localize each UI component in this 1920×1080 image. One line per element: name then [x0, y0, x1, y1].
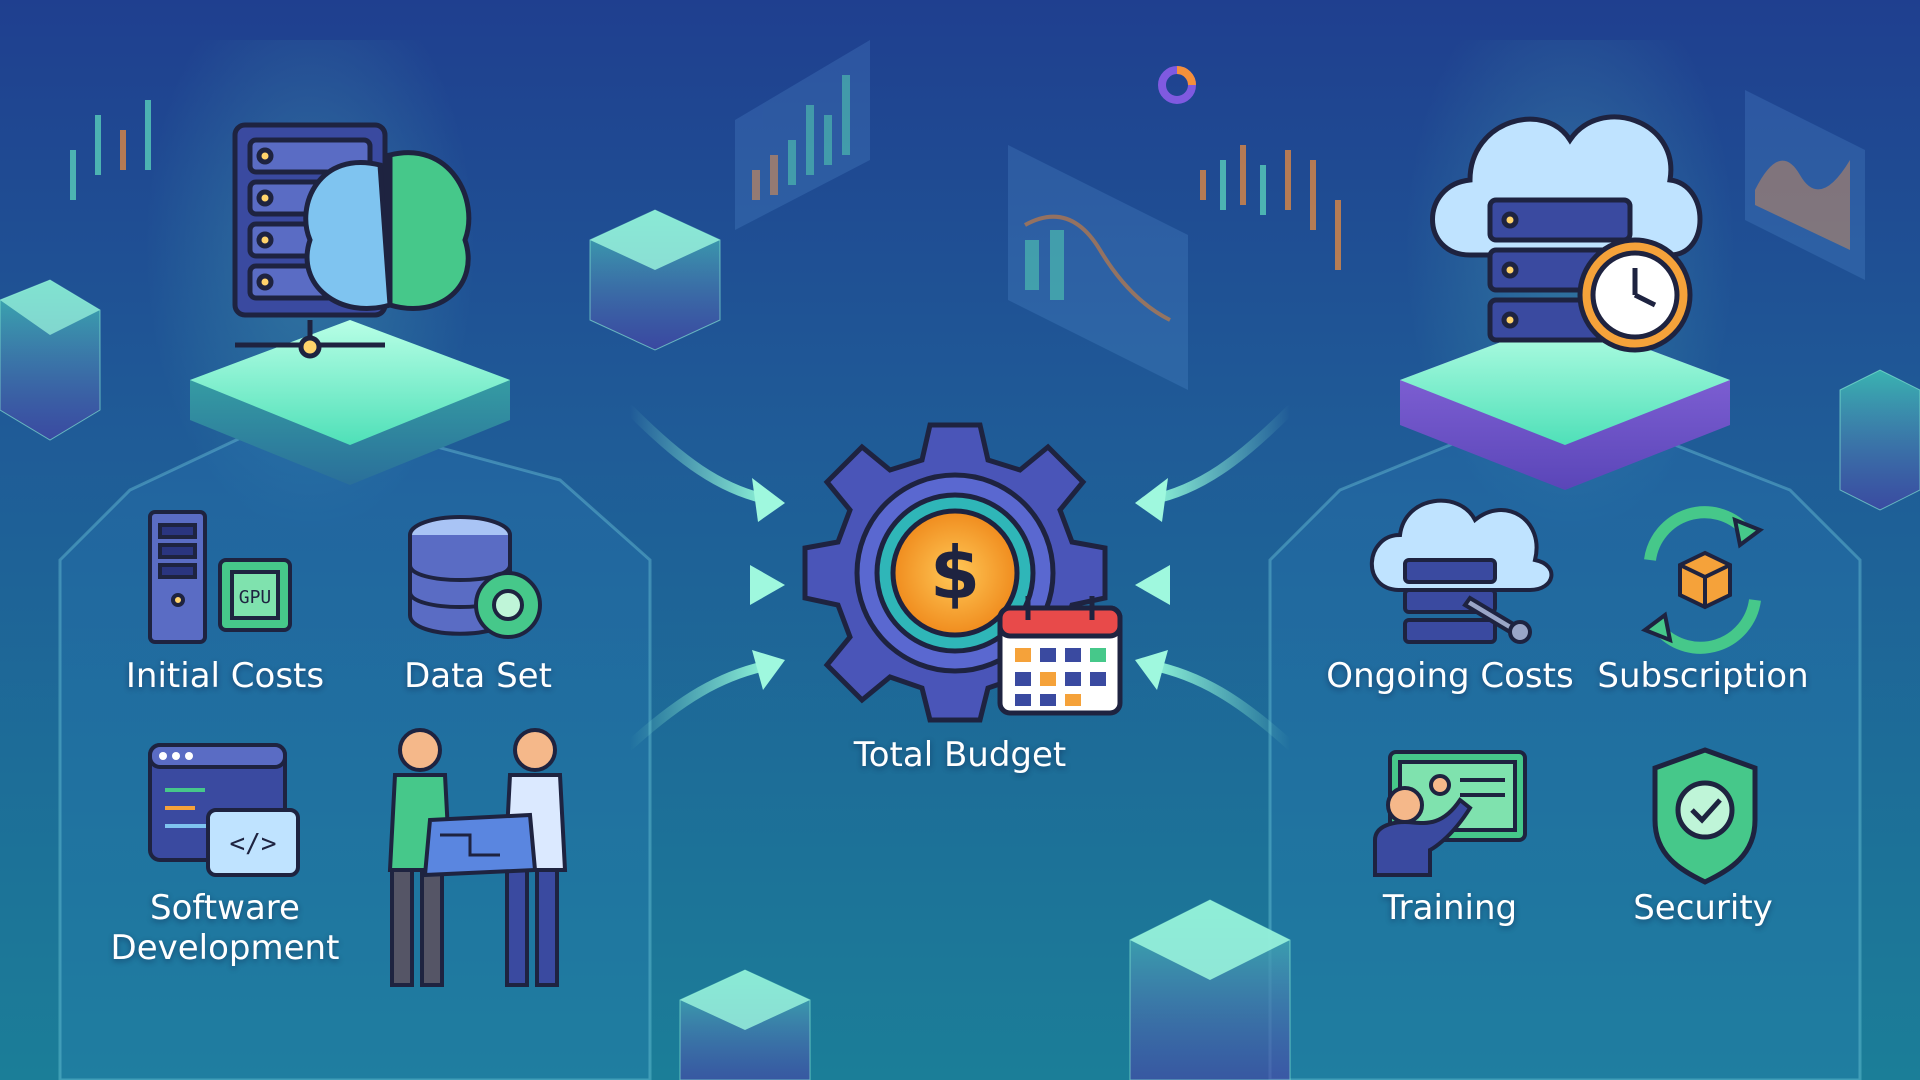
svg-text:$: $ — [930, 531, 980, 615]
subscription-label: Subscription — [1597, 656, 1809, 696]
initial-costs-label: Initial Costs — [125, 656, 325, 696]
arrowheads-left — [750, 478, 785, 690]
security-label: Security — [1633, 888, 1773, 928]
background-bar-chart-icon — [735, 40, 870, 230]
floating-cube-icon — [0, 279, 101, 441]
arrowheads-right — [1135, 478, 1170, 690]
data-set-label: Data Set — [404, 656, 552, 696]
svg-text:GPU: GPU — [239, 587, 272, 608]
shield-check-icon — [1652, 747, 1758, 885]
cloud-maintenance-icon — [1369, 498, 1554, 644]
svg-text:</>: </> — [230, 829, 277, 859]
left-platform — [190, 320, 510, 485]
right-panel — [1268, 398, 1862, 1080]
gpu-server-icon: GPU — [148, 510, 292, 644]
left-panel — [58, 408, 652, 1080]
cloud-server-clock-icon — [1430, 114, 1703, 353]
flow-arrows-right — [1145, 405, 1355, 750]
database-gear-icon — [408, 515, 542, 639]
software-development-label: Software Development — [110, 888, 340, 968]
presentation-icon — [1373, 750, 1527, 877]
code-window-icon: </> — [148, 743, 300, 877]
background-trend-chart-icon — [1008, 145, 1188, 390]
background-area-chart-icon — [1745, 90, 1865, 280]
floating-cube-icon — [1839, 369, 1920, 511]
floating-cube-icon — [679, 969, 811, 1080]
ongoing-costs-label: Ongoing Costs — [1326, 656, 1574, 696]
background-candlestick-icon — [70, 100, 1341, 270]
background-ring-icon — [1158, 66, 1196, 104]
training-label: Training — [1382, 888, 1518, 928]
renewal-box-icon — [1640, 506, 1765, 654]
team-planning-icon — [387, 728, 568, 987]
budget-gear-icon: $ — [802, 422, 1108, 723]
total-budget-label: Total Budget — [853, 735, 1067, 775]
flow-arrows-left — [565, 405, 775, 750]
calendar-icon — [997, 596, 1123, 716]
floating-cube-icon — [1129, 899, 1291, 1080]
floating-cube-icon — [589, 209, 721, 351]
ai-server-brain-icon — [232, 122, 472, 359]
